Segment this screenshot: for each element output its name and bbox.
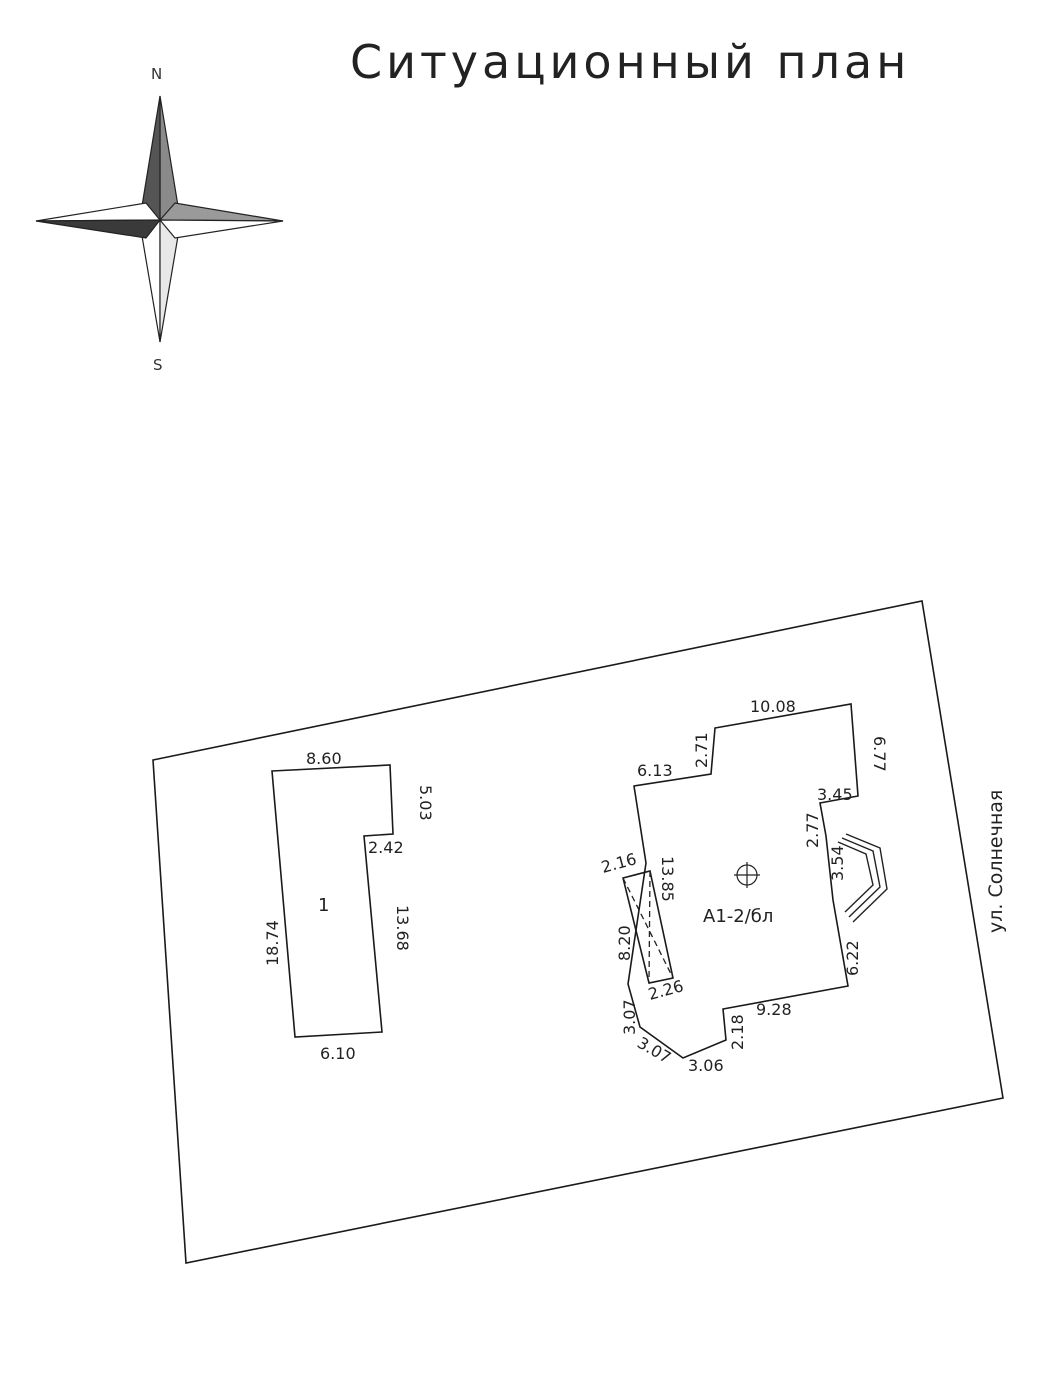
street-label: ул. Солнечная [985,790,1007,933]
land-plot-boundary [152,600,1004,1264]
dim-b1-bottom: 6.10 [320,1044,356,1063]
dim-b2-bottom-diag: 3.06 [688,1056,724,1075]
dim-b1-left: 18.74 [263,920,282,966]
dim-b2-porch-width: 3.45 [817,785,853,804]
building-2-outline [627,703,859,1059]
compass-south-label: S [153,356,163,374]
building-1-label: 1 [318,895,329,916]
dim-b2-annex-top: 2.16 [599,849,638,877]
dim-b2-annex-bottom: 2.26 [646,976,685,1004]
annex-diagonal-2 [648,870,651,984]
dim-b1-right-lower: 13.68 [393,905,412,951]
dim-b2-left-diag: 3.07 [634,1033,674,1067]
dim-b2-right-upper: 6.77 [870,736,889,772]
compass-north-label: N [151,65,162,83]
dim-b1-right-upper: 5.03 [416,785,435,821]
annex-diagonal-1 [622,877,674,979]
dim-b2-porch-side: 3.54 [828,845,847,881]
crosshair-icon [734,862,760,888]
dim-b2-left-lower: 3.07 [620,999,639,1035]
building-1-outline [271,764,394,1038]
dim-b2-bottom: 9.28 [756,1000,792,1019]
building-1: 1 8.60 5.03 2.42 13.68 18.74 6.10 [263,749,435,1063]
dim-b2-top: 10.08 [750,697,796,716]
dim-b2-bottom-notch: 2.18 [728,1014,747,1050]
dim-b2-left-main: 13.85 [658,856,677,902]
dim-b2-right-lower: 6.22 [843,940,862,976]
dim-b2-notch-height: 2.71 [692,732,711,768]
porch [837,833,888,923]
building-2-label: А1-2/бл [703,906,773,927]
page-title: Ситуационный план [350,35,910,89]
compass-star-icon [35,95,284,343]
dim-b2-notch-width: 6.13 [637,761,673,780]
dim-b1-top: 8.60 [306,749,342,768]
dim-b2-porch-depth: 2.77 [803,812,822,848]
compass-rose: N S [35,65,284,374]
dim-b1-step: 2.42 [368,838,404,857]
building-2: А1-2/бл 10.08 2.71 6.13 6.77 3.45 2.77 3… [599,697,889,1075]
dim-b2-annex-left: 8.20 [615,925,634,961]
